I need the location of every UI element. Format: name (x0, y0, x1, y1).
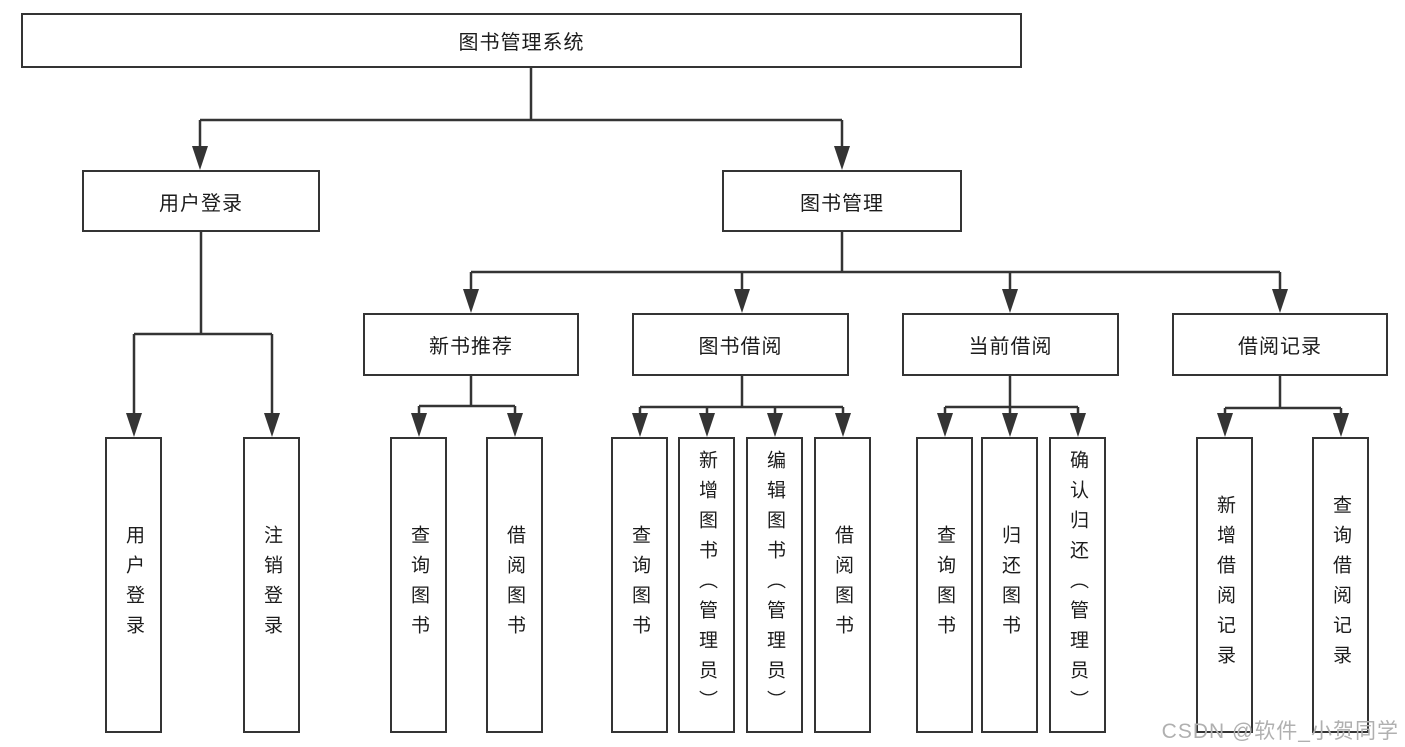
leaf-confirm-return-admin-label: 确认归还（管理员） (1067, 450, 1088, 720)
leaf-return-books-label: 归还图书 (999, 525, 1020, 645)
leaf-borrow-books: 借阅图书 (814, 437, 871, 733)
leaf-borrow-books-recommend-label: 借阅图书 (504, 525, 525, 645)
arrowhead-icons (126, 146, 1349, 437)
leaf-logout-label: 注销登录 (261, 525, 282, 645)
node-new-book-recommend-label: 新书推荐 (429, 336, 513, 358)
node-current-borrow-label: 当前借阅 (968, 336, 1053, 358)
csdn-watermark: CSDN @软件_小贺同学 (1161, 720, 1399, 743)
leaf-add-books-admin: 新增图书（管理员） (678, 437, 735, 733)
node-root-label: 图书管理系统 (458, 32, 585, 54)
leaf-add-books-admin-label: 新增图书（管理员） (696, 450, 717, 720)
leaf-confirm-return-admin: 确认归还（管理员） (1049, 437, 1106, 733)
node-user-login: 用户登录 (82, 170, 320, 232)
node-book-management: 图书管理 (722, 170, 962, 232)
leaf-query-books-borrow: 查询图书 (611, 437, 668, 733)
leaf-logout: 注销登录 (243, 437, 300, 733)
node-root: 图书管理系统 (21, 13, 1022, 68)
leaf-query-books-current: 查询图书 (916, 437, 973, 733)
leaf-query-borrow-record-label: 查询借阅记录 (1330, 495, 1351, 675)
leaf-user-login-label: 用户登录 (123, 525, 144, 645)
leaf-user-login: 用户登录 (105, 437, 162, 733)
leaf-query-books-borrow-label: 查询图书 (629, 525, 650, 645)
leaf-query-books-current-label: 查询图书 (934, 525, 955, 645)
node-new-book-recommend: 新书推荐 (363, 313, 579, 376)
leaf-return-books: 归还图书 (981, 437, 1038, 733)
leaf-edit-books-admin-label: 编辑图书（管理员） (764, 450, 785, 720)
leaf-borrow-books-label: 借阅图书 (832, 525, 853, 645)
node-book-management-label: 图书管理 (800, 192, 884, 215)
node-book-borrow: 图书借阅 (632, 313, 849, 376)
node-borrow-records-label: 借阅记录 (1238, 336, 1322, 358)
node-current-borrow: 当前借阅 (902, 313, 1119, 376)
leaf-borrow-books-recommend: 借阅图书 (486, 437, 543, 733)
leaf-query-books-recommend: 查询图书 (390, 437, 447, 733)
node-user-login-label: 用户登录 (159, 192, 243, 215)
leaf-add-borrow-record-label: 新增借阅记录 (1214, 495, 1235, 675)
node-borrow-records: 借阅记录 (1172, 313, 1388, 376)
leaf-add-borrow-record: 新增借阅记录 (1196, 437, 1253, 733)
leaf-query-borrow-record: 查询借阅记录 (1312, 437, 1369, 733)
leaf-query-books-recommend-label: 查询图书 (408, 525, 429, 645)
node-book-borrow-label: 图书借阅 (698, 336, 783, 358)
leaf-edit-books-admin: 编辑图书（管理员） (746, 437, 803, 733)
